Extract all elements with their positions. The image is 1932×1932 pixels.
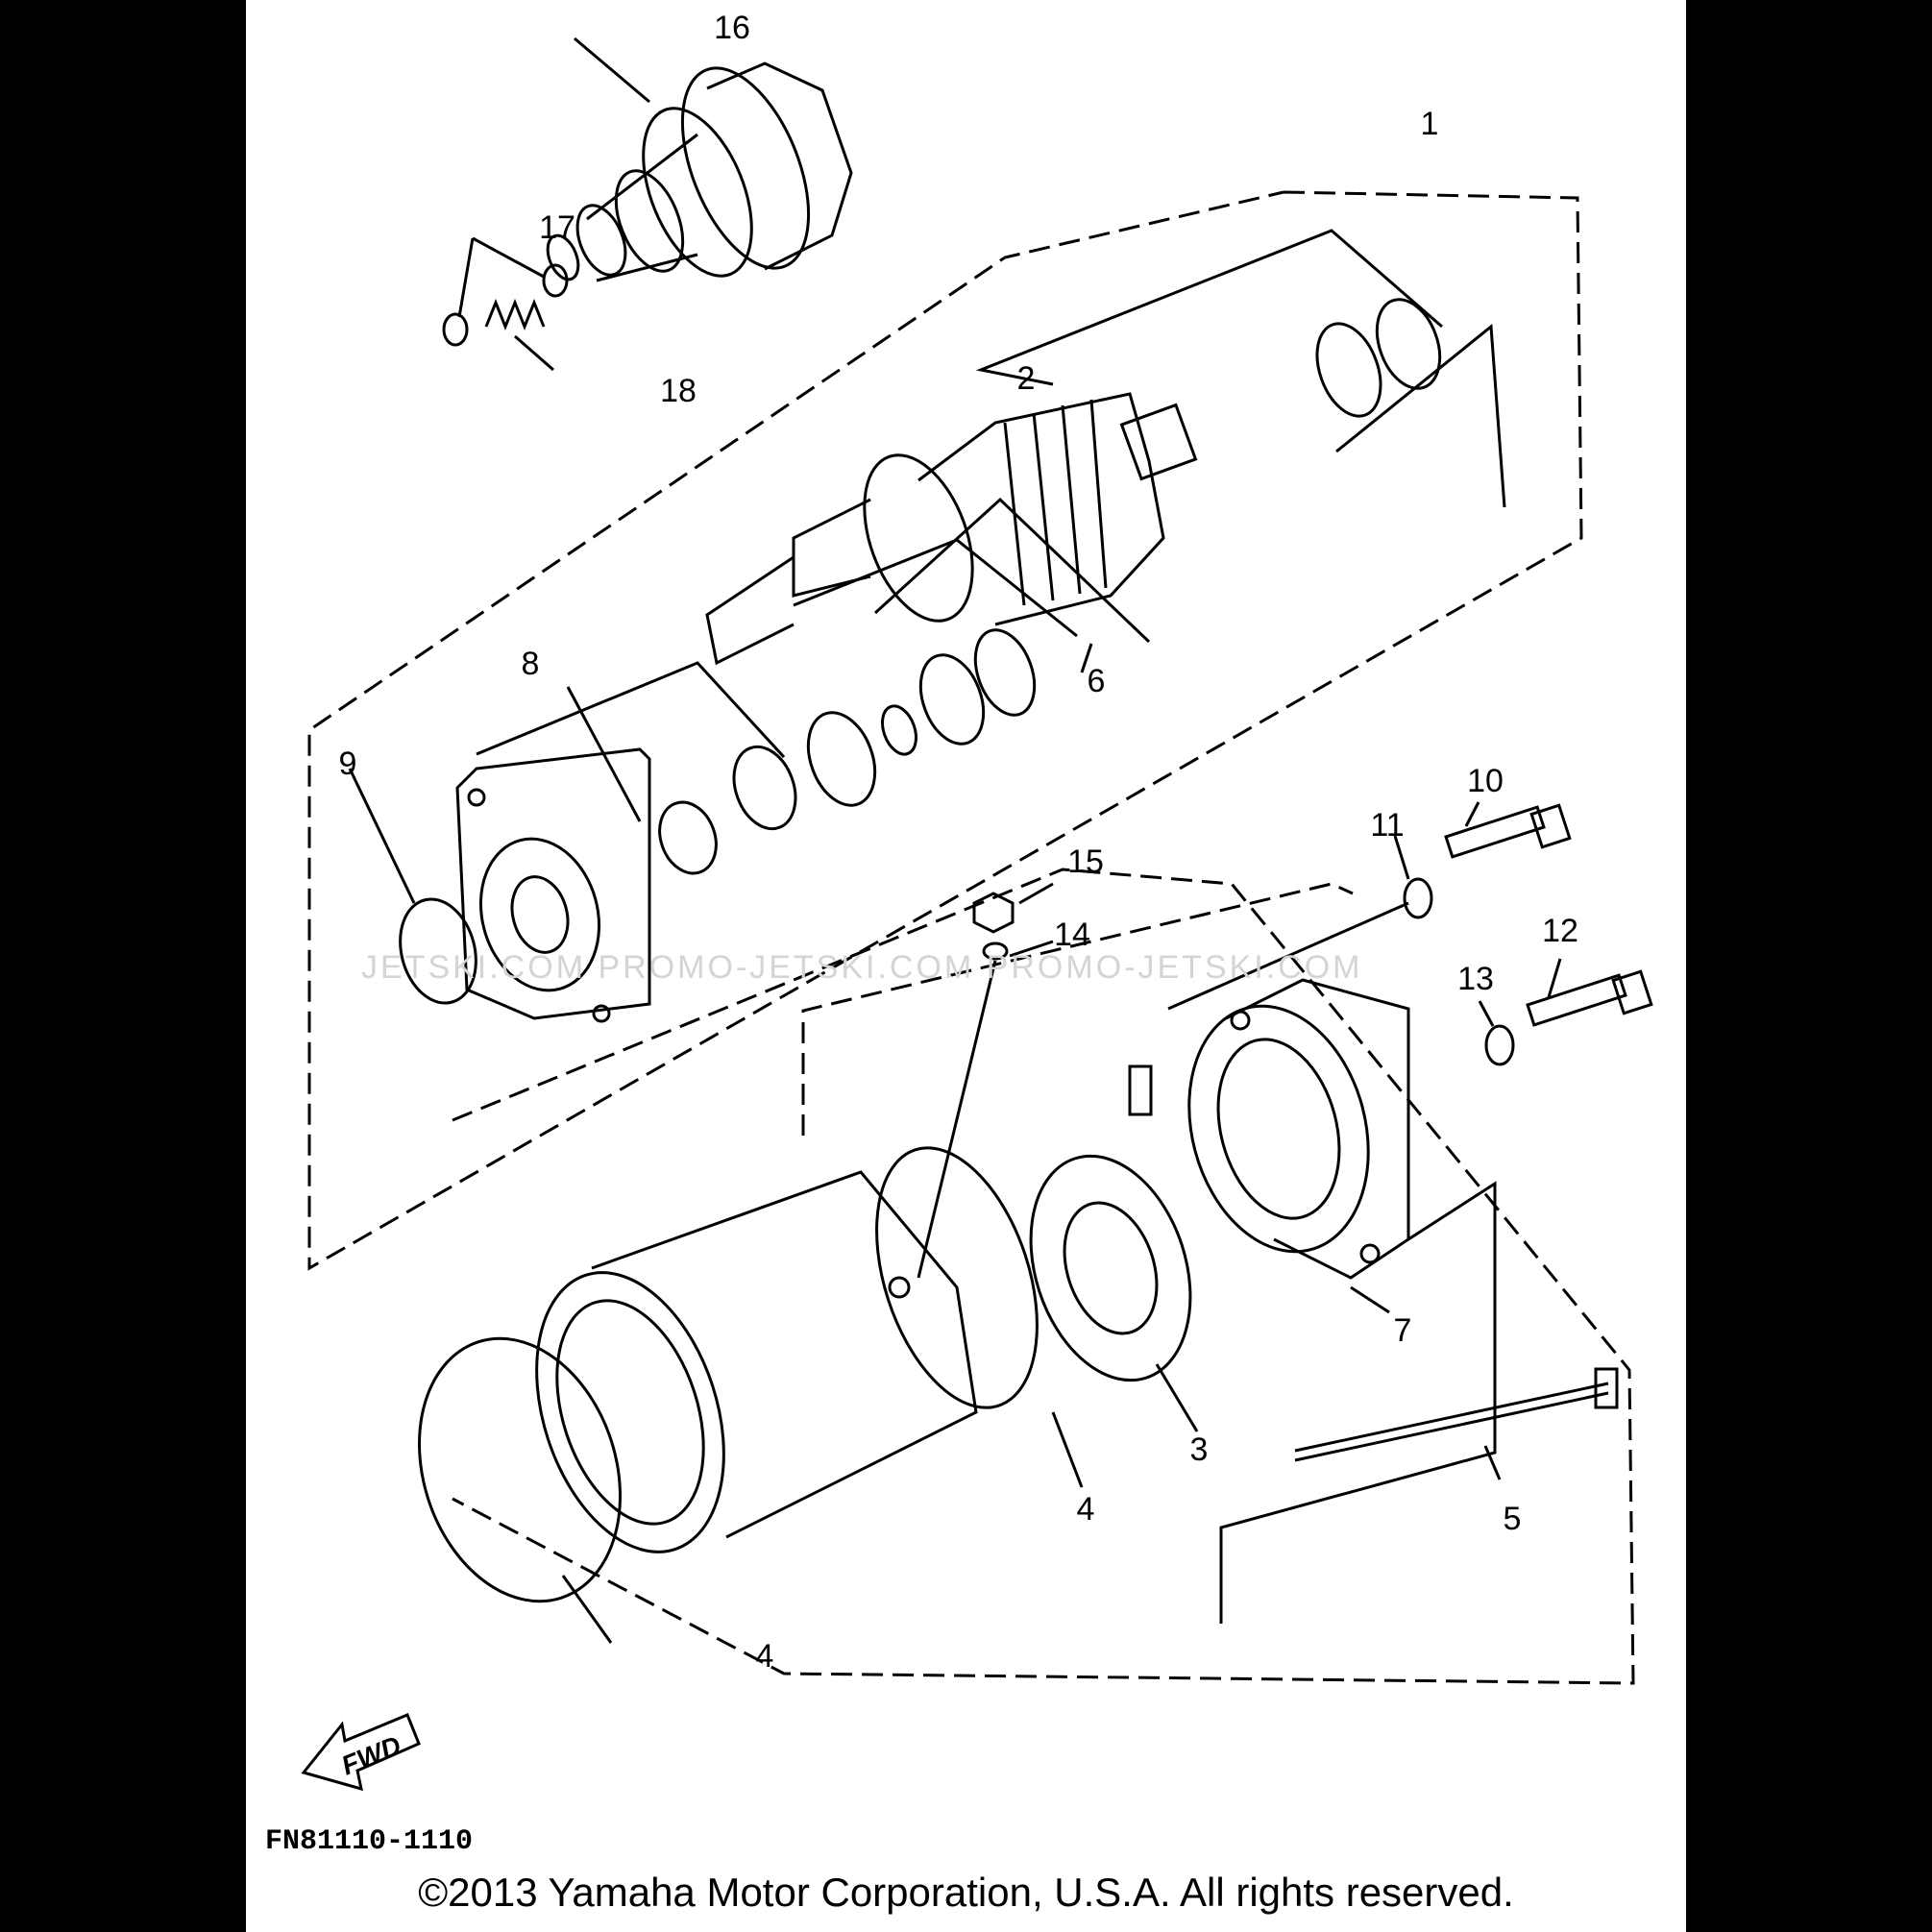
callout-1: 1 (1421, 106, 1439, 142)
callout-12: 12 (1542, 913, 1578, 949)
callout-18: 18 (660, 373, 697, 409)
brush-holder (1029, 1064, 1192, 1382)
spring-18 (484, 298, 546, 331)
washer-ring-a (1315, 322, 1382, 418)
bearing-b (732, 745, 797, 831)
subgroup-bracket-dashed (801, 882, 1354, 1136)
yoke-housing (535, 1170, 978, 1553)
washer-c (973, 628, 1037, 717)
bolt-10 (1444, 803, 1572, 859)
callout-13: 13 (1457, 961, 1494, 997)
starter-motor-exploded-view: JETSKI.COM PROMO-JETSKI.COM PROMO-JETSKI… (301, 10, 1653, 1792)
washer-e (881, 704, 917, 756)
leader-12 (1547, 958, 1562, 998)
leader-5 (1483, 1445, 1502, 1480)
leader-3 (1155, 1363, 1199, 1432)
leader-6 (1080, 643, 1093, 673)
washer-d (918, 653, 986, 746)
armature (705, 392, 1198, 666)
leader-15 (1018, 882, 1054, 905)
leader-14 (1009, 940, 1054, 958)
callout-4b: 4 (1077, 1491, 1095, 1528)
front-cover (455, 747, 651, 1023)
callout-labels: 1 2 3 4 4 5 6 7 8 9 10 11 12 13 14 15 16… (339, 10, 1578, 1675)
callout-8: 8 (522, 646, 540, 682)
callout-11: 11 (1370, 807, 1404, 844)
nut-15 (972, 892, 1015, 934)
leader-17 (457, 237, 475, 318)
washer-14 (982, 942, 1009, 961)
leader-8b (566, 686, 642, 822)
drive-gear-assembly (546, 61, 853, 282)
leader-2 (975, 229, 1443, 386)
callout-2: 2 (1017, 360, 1036, 397)
callout-17: 17 (539, 209, 575, 246)
leader-16 (574, 37, 650, 104)
callout-4a: 4 (756, 1638, 774, 1675)
through-bolt-5 (1294, 1367, 1619, 1462)
callout-5: 5 (1504, 1501, 1522, 1537)
bracket-7 (1219, 1181, 1497, 1624)
leader-7 (1350, 1285, 1390, 1314)
callout-6: 6 (1088, 663, 1106, 699)
washer-11 (1403, 877, 1433, 919)
diagram-code: FN81110-1110 (265, 1825, 474, 1858)
leader-9 (348, 768, 416, 904)
callout-3: 3 (1190, 1431, 1209, 1468)
rear-cover (1187, 978, 1410, 1280)
callout-15: 15 (1067, 844, 1104, 880)
washer-ring-b (1375, 298, 1442, 390)
leader-10 (1464, 801, 1480, 827)
gasket-4-b (875, 1146, 1039, 1409)
bolt-12 (1526, 969, 1653, 1027)
o-ring-9 (399, 897, 477, 1005)
leader-group-b (873, 497, 1151, 644)
callout-7: 7 (1394, 1312, 1412, 1349)
leader-11 (1393, 835, 1410, 880)
washer-17-b (442, 312, 469, 347)
leader-8 (476, 661, 786, 759)
stud-axis (917, 960, 997, 1279)
copyright-notice: ©2013 Yamaha Motor Corporation, U.S.A. A… (418, 1870, 1514, 1915)
bolt-axis-11 (1167, 901, 1409, 1011)
assembly-boundary-dashed (307, 190, 1583, 1271)
callout-10: 10 (1467, 763, 1504, 799)
watermark-text: JETSKI.COM PROMO-JETSKI.COM PROMO-JETSKI… (361, 949, 1362, 986)
assembly-boundary-lower-dashed (452, 868, 1635, 1685)
callout-14: 14 (1054, 917, 1090, 953)
bearing-a (806, 711, 877, 807)
bracket-right (1335, 324, 1506, 508)
callout-16: 16 (714, 10, 750, 46)
gasket-4-a (418, 1336, 622, 1603)
fwd-arrow (301, 1713, 421, 1792)
washer-13 (1484, 1024, 1515, 1066)
fwd-label: FWD (337, 1730, 405, 1781)
washer-17-a (542, 263, 569, 298)
leader-4a (561, 1575, 613, 1644)
leader-4b (1051, 1411, 1084, 1488)
callout-9: 9 (339, 746, 357, 782)
leader-17b (472, 236, 545, 279)
leader-18 (514, 334, 554, 372)
parts-diagram-sheet: JETSKI.COM PROMO-JETSKI.COM PROMO-JETSKI… (246, 0, 1686, 1932)
bearing-c (658, 800, 718, 875)
leader-13 (1478, 1000, 1495, 1027)
